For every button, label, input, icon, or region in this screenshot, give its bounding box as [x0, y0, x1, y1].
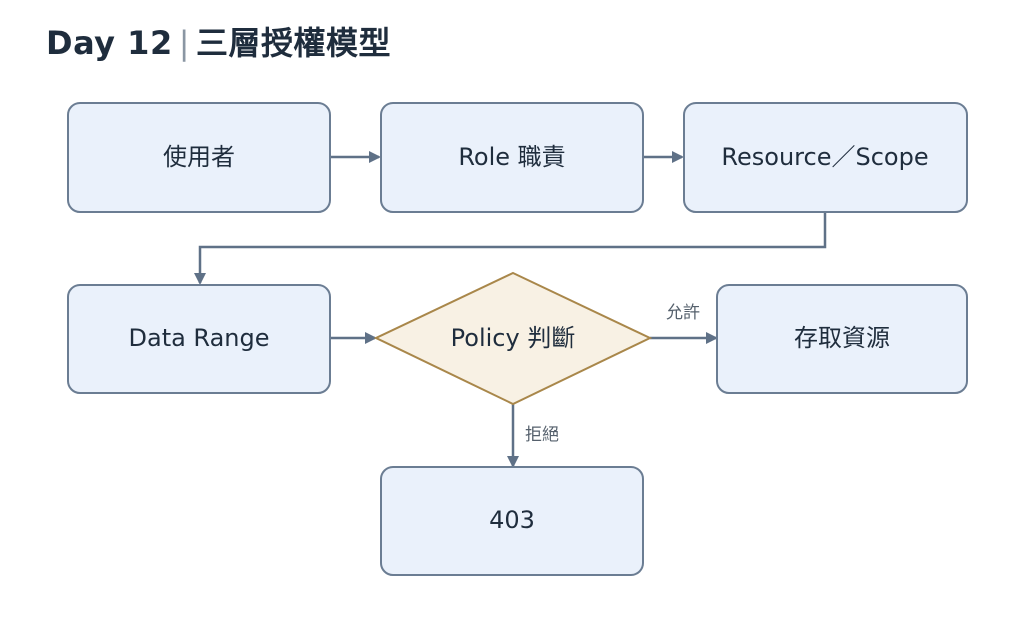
node-access: 存取資源	[716, 284, 968, 394]
node-policy-decision: Policy 判斷	[373, 271, 653, 406]
title-text: 三層授權模型	[195, 24, 391, 62]
node-access-label: 存取資源	[794, 324, 890, 352]
edge-label-allow: 允許	[666, 303, 700, 323]
node-user-label: 使用者	[163, 143, 235, 171]
title-separator: |	[178, 24, 190, 62]
edge-resource-datarange	[194, 212, 827, 285]
node-resource-label: Resource／Scope	[721, 143, 928, 171]
node-403-label: 403	[489, 506, 535, 534]
node-role: Role 職責	[380, 102, 644, 213]
diagram-title: Day 12|三層授權模型	[46, 18, 391, 64]
node-user: 使用者	[67, 102, 331, 213]
node-data-range-label: Data Range	[129, 324, 270, 352]
node-policy-label: Policy 判斷	[451, 324, 576, 352]
title-day: Day 12	[46, 24, 173, 62]
edges	[194, 151, 827, 468]
node-resource: Resource／Scope	[683, 102, 968, 213]
node-role-label: Role 職責	[458, 143, 565, 171]
node-data-range: Data Range	[67, 284, 331, 394]
edge-label-deny: 拒絕	[525, 425, 559, 445]
node-403: 403	[380, 466, 644, 576]
